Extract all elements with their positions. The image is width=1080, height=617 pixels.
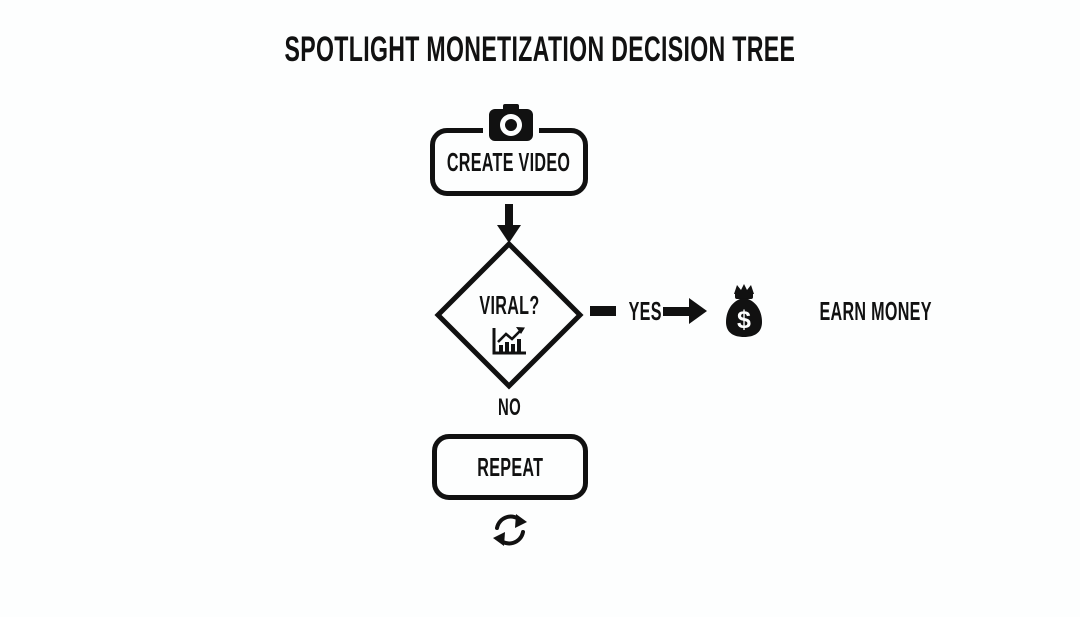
money-bag-icon: $: [721, 283, 767, 339]
repeat-node: REPEAT: [432, 434, 588, 500]
yes-label: YES: [628, 295, 662, 326]
refresh-icon: [489, 509, 531, 551]
chart-increasing-icon: [490, 326, 528, 356]
yes-branch: YES $ EARN MONEY: [590, 281, 966, 341]
svg-text:$: $: [737, 306, 751, 334]
earn-money-label: EARN MONEY: [819, 295, 932, 326]
yes-arrow-icon: [663, 298, 707, 324]
yes-connector-dash: [590, 306, 616, 316]
camera-icon: [483, 104, 539, 142]
page-title-text: SPOTLIGHT MONETIZATION DECISION TREE: [284, 30, 796, 69]
create-video-label: CREATE VIDEO: [447, 146, 571, 177]
flow-arrow-down-icon: [495, 202, 523, 244]
no-label: NO: [497, 394, 521, 421]
page-title: SPOTLIGHT MONETIZATION DECISION TREE: [0, 30, 1080, 70]
diamond-shape: [434, 240, 584, 390]
repeat-label: REPEAT: [476, 451, 544, 482]
viral-label: VIRAL?: [478, 290, 540, 320]
viral-decision-node: VIRAL?: [434, 240, 584, 390]
